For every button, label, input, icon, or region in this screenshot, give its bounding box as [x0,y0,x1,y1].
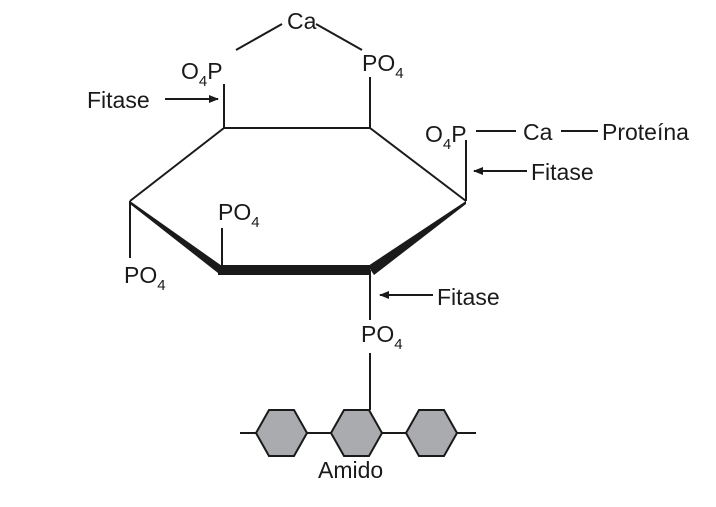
ring-lower-right-wedge [368,201,466,275]
amido-label: Amido [318,457,383,483]
bond-ca-po4-top [315,23,363,51]
inositol-ring [129,77,467,320]
ring-bottom-bold-edge [218,265,370,275]
glucose-unit-3 [404,409,459,457]
o4p-top-left-label: O4P [181,58,223,90]
po4-top-right-label: PO4 [362,50,404,82]
bond-o4p-ca-top [235,23,283,51]
fitase-right-label: Fitase [531,159,594,185]
ring-upper-right-edge [369,127,467,202]
ring-upper-left-edge [129,127,225,202]
fitase-top-left-label: Fitase [87,87,150,113]
ca-right-label: Ca [523,119,553,145]
ring-lower-left-wedge [130,201,222,273]
top-calcium-bridge: Ca [235,8,363,51]
o4p-right-label: O4P [425,121,467,153]
glucose-unit-1 [254,409,309,457]
starch-chain [240,409,476,457]
po4-inner-label: PO4 [218,199,260,231]
glucose-unit-2 [329,409,384,457]
ca-top-label: Ca [287,8,317,34]
po4-bottom-label: PO4 [361,321,403,353]
proteina-label: Proteína [602,119,689,145]
fitase-bottom-label: Fitase [437,284,500,310]
po4-left-label: PO4 [124,262,166,294]
